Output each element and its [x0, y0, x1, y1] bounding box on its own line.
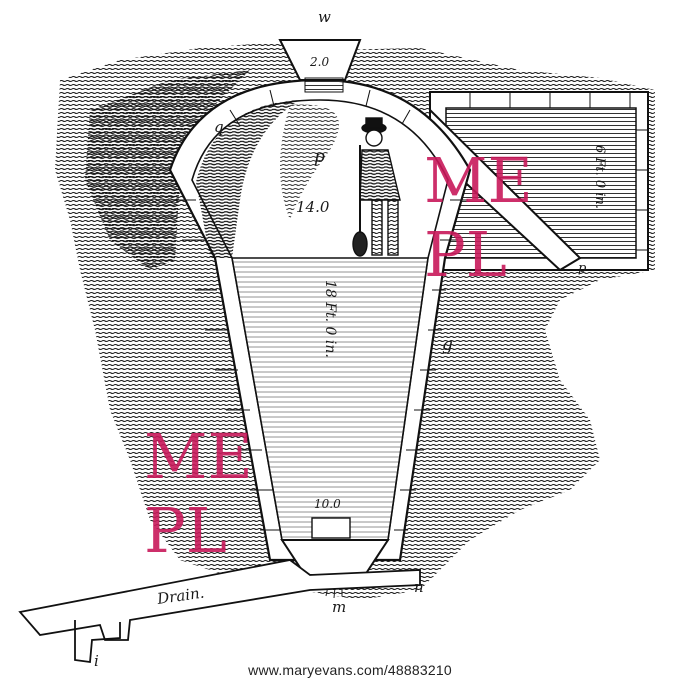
label-lower-dim: 18 Ft. 0 in. — [322, 280, 338, 358]
label-i: i — [94, 652, 99, 670]
label-m: m — [332, 598, 346, 616]
earth-dark — [85, 70, 250, 270]
drain-pipe — [18, 559, 421, 641]
outlet-box — [311, 517, 351, 539]
label-top-letter: w — [318, 8, 331, 26]
dome-shading — [196, 100, 300, 258]
credit-line: www.maryevans.com/48883210 — [248, 662, 452, 678]
label-top-dim: 2.0 — [309, 55, 329, 69]
worker-figure — [352, 117, 401, 257]
watermark-top-line1: ME — [424, 144, 533, 217]
watermark-bottom-line1: ME — [144, 420, 253, 493]
top-hopper — [278, 39, 362, 81]
wall-bricks — [176, 89, 468, 531]
label-left-letter: q — [214, 118, 224, 136]
label-right-letter: p — [578, 261, 587, 276]
label-n: n — [414, 578, 424, 596]
label-bottom-dim: 10.0 — [314, 497, 341, 511]
watermark-bottom-line2: PL — [144, 494, 227, 567]
label-center-letter: p — [314, 147, 325, 167]
label-side-letter: g — [442, 335, 453, 355]
side-chamber-bricks — [469, 92, 648, 251]
watermark-top-line2: PL — [424, 218, 507, 291]
top-hopper-grate — [304, 77, 344, 93]
label-right-dim: 6 Ft. 0 in. — [592, 145, 607, 209]
drain-trap — [74, 620, 121, 664]
dome-shading-2 — [280, 104, 339, 220]
label-center-dim: 14.0 — [296, 198, 330, 216]
